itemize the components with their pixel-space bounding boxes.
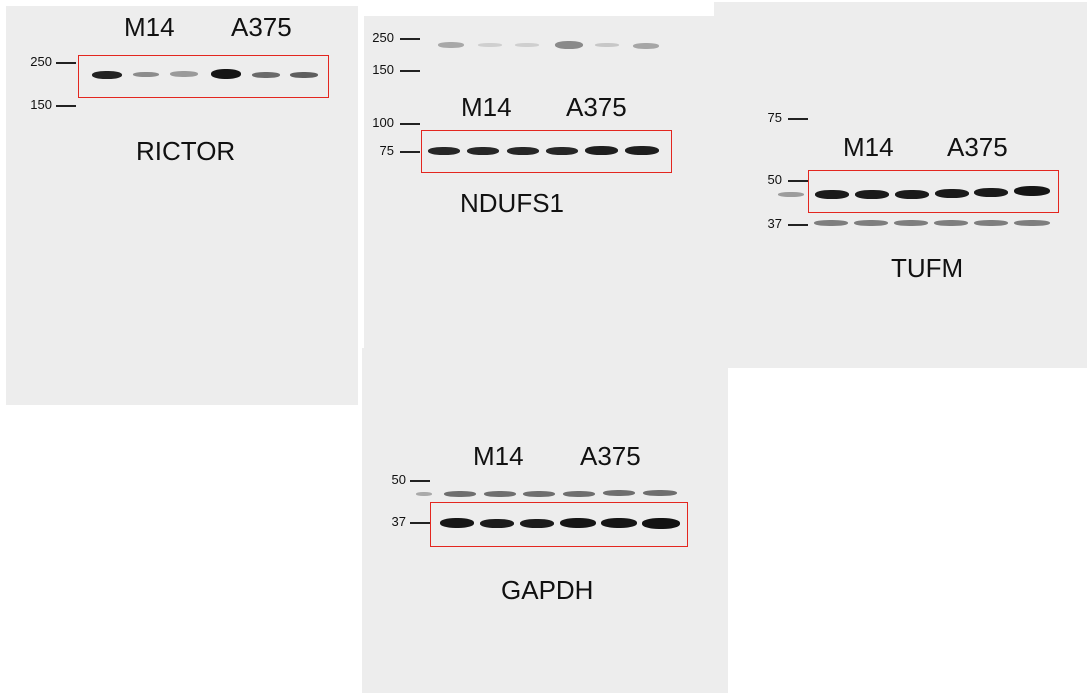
marker-label: 150 xyxy=(30,97,52,112)
band xyxy=(974,188,1008,197)
group-label-a375: A375 xyxy=(231,12,292,42)
marker-label: 150 xyxy=(372,62,394,77)
blot-panel-ndufs1 xyxy=(364,16,716,351)
group-label-m14: M14 xyxy=(124,12,175,42)
highlight-box xyxy=(430,502,688,547)
band xyxy=(438,42,464,48)
band xyxy=(778,192,804,197)
marker-label: 50 xyxy=(391,472,406,487)
protein-label-gapdh: GAPDH xyxy=(501,575,594,605)
group-label-a375: A375 xyxy=(947,132,1008,162)
band xyxy=(440,518,474,528)
marker-tick xyxy=(56,105,76,107)
band xyxy=(633,43,659,49)
band xyxy=(290,72,318,78)
band xyxy=(507,147,539,155)
marker-tick xyxy=(788,224,808,226)
band xyxy=(1014,220,1050,226)
group-label-m14: M14 xyxy=(843,132,894,162)
highlight-box xyxy=(78,55,329,98)
marker-label: 100 xyxy=(372,115,394,130)
band xyxy=(252,72,280,78)
marker-tick xyxy=(788,118,808,120)
band xyxy=(133,72,159,77)
marker-tick xyxy=(400,123,420,125)
band xyxy=(428,147,460,155)
marker-label: 250 xyxy=(30,54,52,69)
band xyxy=(934,220,968,226)
group-label-m14: M14 xyxy=(461,92,512,122)
band xyxy=(467,147,499,155)
band xyxy=(643,490,677,496)
group-label-m14: M14 xyxy=(473,441,524,471)
band xyxy=(416,492,432,496)
marker-tick xyxy=(410,522,430,524)
band xyxy=(520,519,554,528)
band xyxy=(894,220,928,226)
band xyxy=(546,147,578,155)
marker-tick xyxy=(56,62,76,64)
band xyxy=(515,43,539,47)
band xyxy=(625,146,659,155)
band xyxy=(170,71,198,77)
band xyxy=(855,190,889,199)
band xyxy=(1014,186,1050,196)
group-label-a375: A375 xyxy=(566,92,627,122)
band xyxy=(854,220,888,226)
highlight-box xyxy=(808,170,1059,213)
protein-label-tufm: TUFM xyxy=(891,253,964,283)
marker-label: 75 xyxy=(767,110,782,125)
band xyxy=(523,491,555,497)
band xyxy=(484,491,516,497)
marker-tick xyxy=(400,38,420,40)
marker-label: 37 xyxy=(767,216,782,231)
marker-tick xyxy=(788,180,808,182)
band xyxy=(601,518,637,528)
band xyxy=(478,43,502,47)
blot-panel-tufm xyxy=(714,2,1087,368)
band xyxy=(595,43,619,47)
protein-label-ndufs1: NDUFS1 xyxy=(460,188,565,218)
marker-tick xyxy=(400,151,420,153)
marker-tick xyxy=(400,70,420,72)
band xyxy=(642,518,680,529)
band xyxy=(603,490,635,496)
marker-label: 250 xyxy=(372,30,394,45)
band xyxy=(211,69,241,79)
band xyxy=(563,491,595,497)
band xyxy=(560,518,596,528)
protein-label-rictor: RICTOR xyxy=(136,136,236,166)
marker-label: 50 xyxy=(767,172,782,187)
band xyxy=(895,190,929,199)
band xyxy=(92,71,122,79)
highlight-box xyxy=(421,130,672,173)
marker-label: 37 xyxy=(391,514,406,529)
band xyxy=(935,189,969,198)
marker-tick xyxy=(410,480,430,482)
group-label-a375: A375 xyxy=(580,441,641,471)
band xyxy=(444,491,476,497)
band xyxy=(480,519,514,528)
band xyxy=(555,41,583,49)
marker-label: 75 xyxy=(379,143,394,158)
band xyxy=(815,190,849,199)
band xyxy=(974,220,1008,226)
band xyxy=(585,146,618,155)
band xyxy=(814,220,848,226)
